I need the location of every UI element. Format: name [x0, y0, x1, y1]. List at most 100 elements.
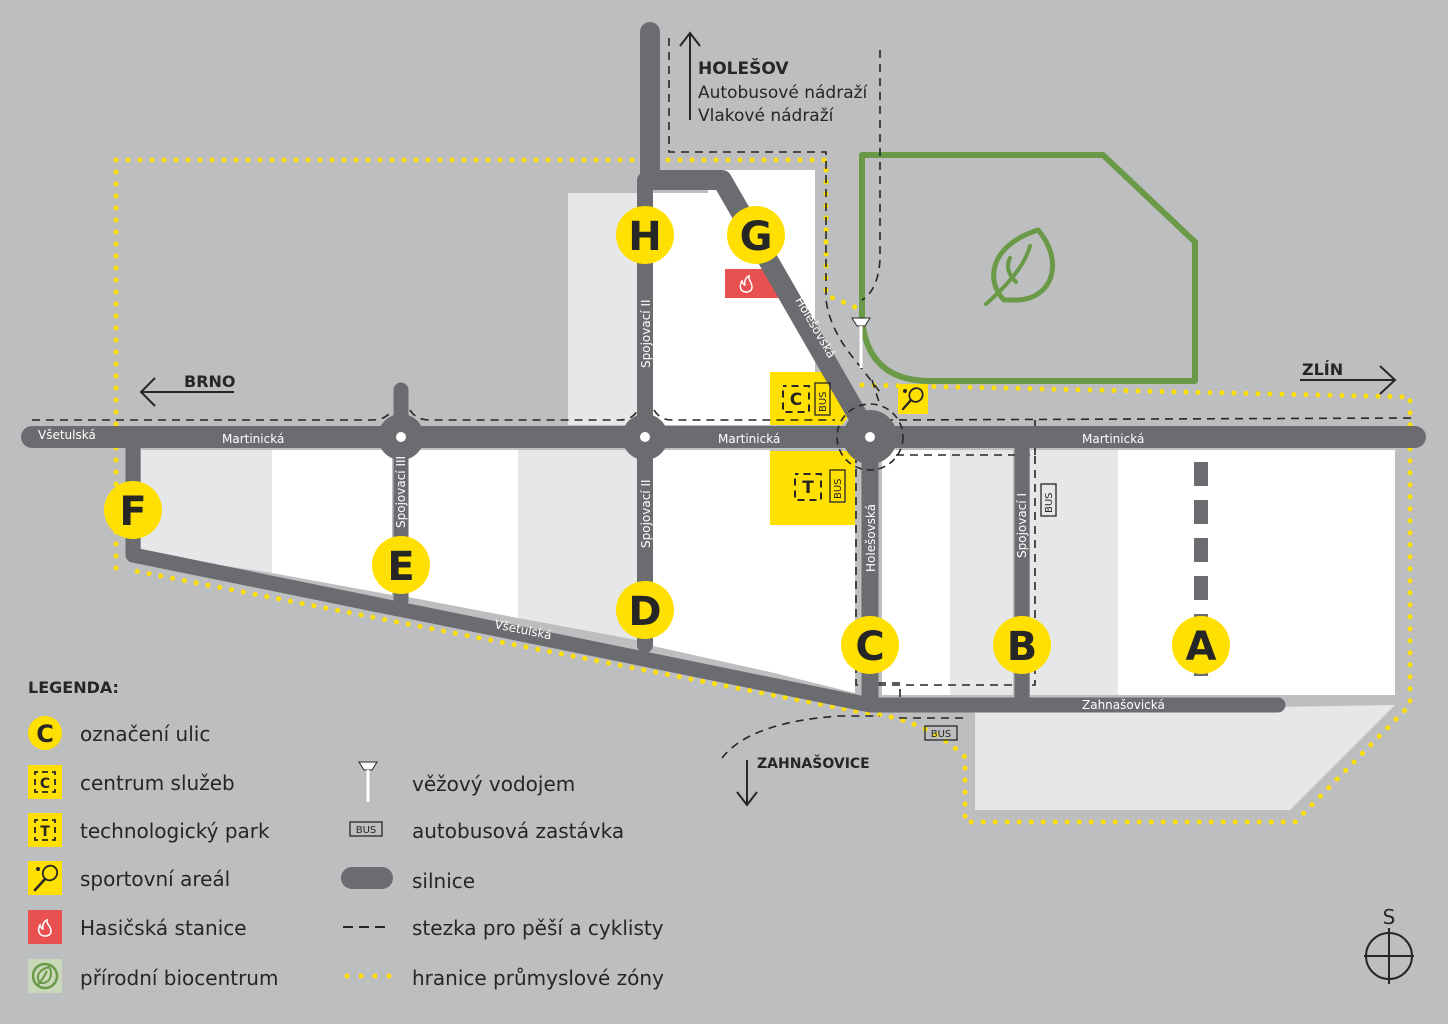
- bus-stop-icon: BUS: [349, 821, 383, 837]
- service-center-icon: C: [782, 385, 810, 413]
- street-spojovaci-iii: Spojovací III: [394, 456, 408, 528]
- street-holesovska-vert: Holešovská: [864, 504, 878, 572]
- legend-title: LEGENDA:: [28, 678, 119, 697]
- svg-text:D: D: [628, 589, 661, 635]
- roundabouts: [378, 403, 904, 471]
- direction-holesov: HOLEŠOV Autobusové nádraží Vlakové nádra…: [679, 31, 869, 126]
- street-spojovaci-i: Spojovací I: [1015, 493, 1029, 558]
- street-martinicka-3: Martinická: [1082, 432, 1144, 446]
- svg-text:technologický park: technologický park: [80, 819, 270, 843]
- direction-holesov-train: Vlakové nádraží: [698, 106, 835, 126]
- road-holesovska-north: [640, 22, 880, 447]
- street-spojovaci-ii-south: Spojovací II: [639, 479, 653, 548]
- street-marker-g: G: [727, 206, 785, 264]
- street-marker-d: D: [616, 581, 674, 639]
- compass-label: S: [1383, 905, 1396, 929]
- compass: S: [1364, 905, 1414, 984]
- legend-item-biocenter: přírodní biocentrum: [28, 959, 278, 993]
- street-markers: H G F E D C B A: [104, 206, 1230, 674]
- plot-south-f: [141, 450, 272, 573]
- service-center-icon: [28, 765, 62, 799]
- street-marker-f: F: [104, 481, 162, 539]
- direction-holesov-label: HOLEŠOV: [698, 57, 789, 79]
- street-marker-h: H: [616, 206, 674, 264]
- svg-text:autobusová zastávka: autobusová zastávka: [412, 819, 624, 843]
- svg-text:hranice průmyslové zóny: hranice průmyslové zóny: [412, 966, 664, 990]
- svg-text:centrum služeb: centrum služeb: [80, 771, 235, 795]
- plots: [141, 170, 1395, 810]
- direction-zlin-label: ZLÍN: [1302, 360, 1343, 379]
- bus-stop-icon: BUS: [924, 725, 958, 741]
- fire-station-icon: [28, 910, 62, 944]
- water-tower-icon: [358, 761, 378, 802]
- direction-holesov-bus: Autobusové nádraží: [698, 83, 869, 103]
- svg-text:T: T: [802, 478, 814, 498]
- svg-text:sportovní areál: sportovní areál: [80, 867, 230, 891]
- svg-text:silnice: silnice: [412, 869, 475, 893]
- street-spojovaci-ii-north: Spojovací II: [639, 299, 653, 368]
- legend-item-fire-station: Hasičská stanice: [28, 910, 247, 944]
- biocenter-boundary: [859, 152, 1198, 384]
- fire-station-icon: [739, 274, 753, 293]
- bus-stop-icon: BUS: [829, 469, 846, 503]
- biocenter-leaf-icon: [984, 227, 1056, 306]
- svg-text:přírodní biocentrum: přírodní biocentrum: [80, 966, 278, 990]
- direction-brno-label: BRNO: [184, 372, 236, 391]
- legend: LEGENDA: C označení ulic C centrum služe…: [28, 678, 664, 993]
- svg-text:BUS: BUS: [833, 478, 844, 499]
- legend-item-bus-stop: BUS autobusová zastávka: [349, 819, 624, 843]
- plot-south-d-east: [653, 450, 770, 672]
- svg-text:stezka pro pěší a cyklisty: stezka pro pěší a cyklisty: [412, 916, 664, 940]
- direction-brno: BRNO: [139, 372, 236, 407]
- plot-southeast: [975, 705, 1395, 810]
- plot-south-d-west: [518, 450, 637, 640]
- direction-zahnasovice: ZAHNAŠOVICE: [736, 754, 870, 807]
- direction-zahnasovice-label: ZAHNAŠOVICE: [757, 754, 870, 772]
- zone-border: [113, 157, 1413, 825]
- compass-rose-icon: [1364, 928, 1414, 984]
- plot-south-e-west: [272, 450, 392, 595]
- legend-item-service-center: C centrum služeb: [28, 765, 235, 799]
- legend-item-tech-park: T technologický park: [28, 813, 270, 847]
- svg-text:označení ulic: označení ulic: [80, 722, 210, 746]
- svg-text:C: C: [855, 624, 884, 670]
- svg-text:BUS: BUS: [356, 825, 377, 836]
- svg-text:C: C: [36, 720, 54, 748]
- legend-item-path: stezka pro pěší a cyklisty: [343, 916, 664, 940]
- plot-south-c-west: [770, 525, 855, 693]
- svg-text:E: E: [387, 544, 414, 590]
- bus-stop-icon: BUS: [1040, 483, 1057, 517]
- tech-park-icon: [28, 813, 62, 847]
- sports-area-icon: [898, 384, 928, 414]
- svg-text:C: C: [40, 776, 50, 792]
- svg-text:C: C: [790, 390, 802, 410]
- tech-park-block: [770, 451, 855, 525]
- svg-text:A: A: [1186, 624, 1217, 670]
- tech-park-icon: T: [794, 473, 822, 501]
- street-marker-c: C: [841, 616, 899, 674]
- street-marker-b: B: [993, 616, 1051, 674]
- legend-item-water-tower: věžový vodojem: [358, 761, 575, 802]
- street-marker-a: A: [1172, 616, 1230, 674]
- svg-text:G: G: [740, 214, 773, 260]
- street-vsetulska-west: Všetulská: [38, 428, 96, 442]
- svg-text:H: H: [628, 214, 661, 260]
- plot-south-e-east: [408, 450, 518, 618]
- street-marker-e: E: [372, 536, 430, 594]
- svg-text:BUS: BUS: [818, 391, 829, 412]
- svg-text:T: T: [40, 824, 50, 840]
- svg-text:F: F: [119, 489, 146, 535]
- street-marker-icon: [28, 716, 62, 750]
- svg-text:BUS: BUS: [931, 729, 952, 740]
- street-zahnasovicka: Zahnašovická: [1082, 698, 1165, 712]
- street-martinicka-2: Martinická: [718, 432, 780, 446]
- svg-text:věžový vodojem: věžový vodojem: [412, 772, 575, 796]
- direction-zlin: ZLÍN: [1300, 360, 1397, 395]
- svg-text:BUS: BUS: [1044, 492, 1055, 513]
- svg-text:B: B: [1007, 624, 1038, 670]
- legend-item-zone-border: hranice průmyslové zóny: [344, 966, 664, 990]
- legend-item-road: silnice: [341, 867, 475, 893]
- street-martinicka-1: Martinická: [222, 432, 284, 446]
- svg-text:Hasičská stanice: Hasičská stanice: [80, 916, 247, 940]
